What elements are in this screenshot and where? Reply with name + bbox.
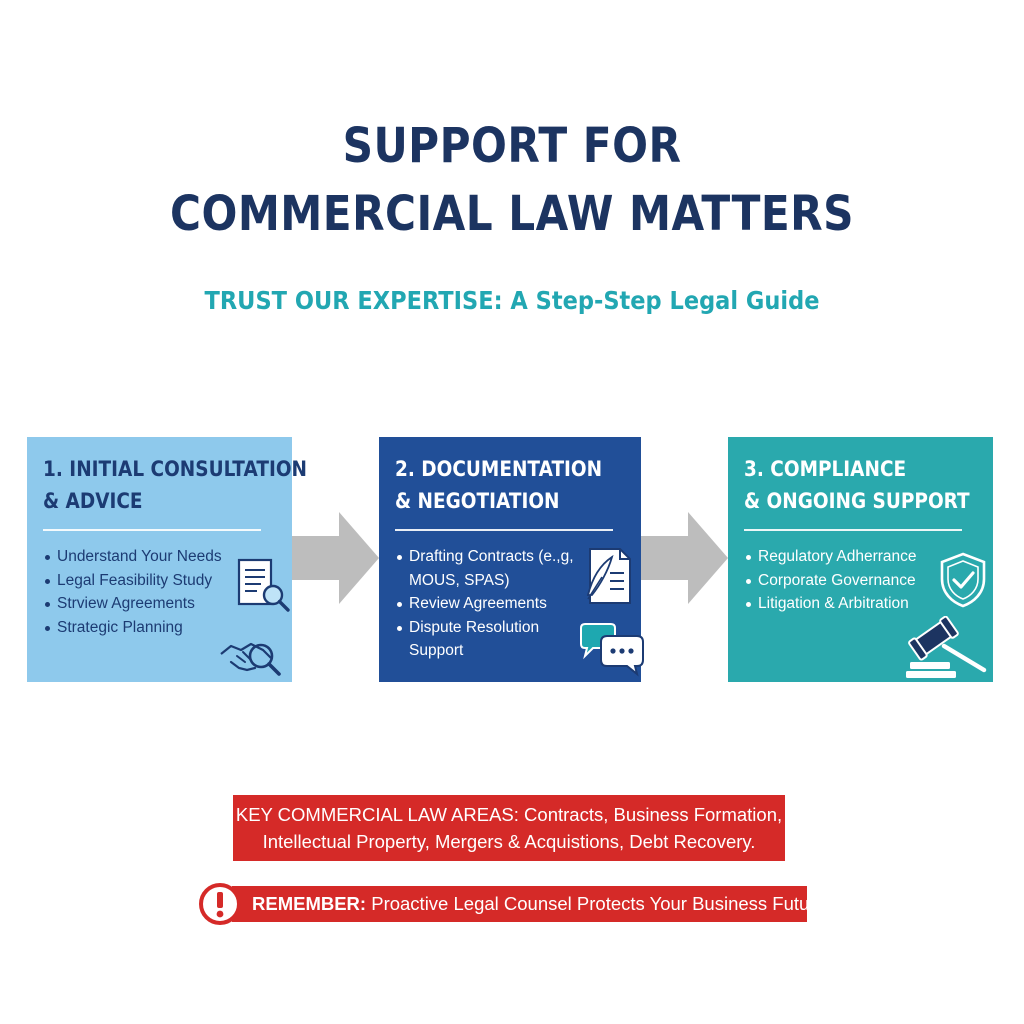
handshake-magnifier-icon [220, 642, 281, 676]
list-item: Litigation & Arbitration [744, 592, 979, 616]
step-title: 3. COMPLIANCE & ONGOING SUPPORT [744, 453, 975, 517]
shield-check-icon [940, 552, 986, 608]
quill-document-icon [586, 548, 631, 604]
document-magnifier-icon [237, 558, 290, 612]
arrow-right-icon [292, 512, 379, 604]
key-areas-line-2: Intellectual Property, Mergers & Acquist… [262, 831, 756, 852]
title-line-1: SUPPORT FOR [342, 118, 682, 174]
key-areas-line-1: KEY COMMERCIAL LAW AREAS: Contracts, Bus… [235, 804, 783, 825]
step-item-list: Understand Your Needs Legal Feasibility … [43, 545, 278, 639]
page-subtitle: TRUST OUR EXPERTISE: A Step-Step Legal G… [204, 286, 820, 315]
list-item: Regulatory Adherrance [744, 545, 979, 569]
title-line-2: COMMERCIAL LAW MATTERS [170, 186, 854, 242]
step-title-line-1: 1. INITIAL CONSULTATION [43, 457, 307, 481]
step-title: 1. INITIAL CONSULTATION & ADVICE [43, 453, 307, 517]
step-divider [43, 529, 261, 531]
step-title-line-2: & ADVICE [43, 489, 143, 513]
list-item: Corporate Governance [744, 569, 979, 593]
list-item: Drafting Contracts (e.,g, MOUS, SPAS) [395, 545, 575, 592]
page-title: SUPPORT FOR COMMERCIAL LAW MATTERS [61, 112, 962, 248]
arrow-right-icon [641, 512, 728, 604]
step-title-line-2: & ONGOING SUPPORT [744, 489, 970, 513]
list-item: Dispute Resolution Support [395, 616, 575, 663]
exclamation-icon [199, 883, 241, 925]
step-divider [744, 529, 962, 531]
list-item: Review Agreements [395, 592, 575, 616]
remember-text: Proactive Legal Counsel Protects Your Bu… [366, 893, 831, 914]
step-title: 2. DOCUMENTATION & NEGOTIATION [395, 453, 626, 517]
step-divider [395, 529, 613, 531]
list-item: Strategic Planning [43, 616, 278, 640]
list-item: Understand Your Needs [43, 545, 278, 569]
chat-bubbles-icon [580, 623, 644, 677]
step-title-line-1: 3. COMPLIANCE [744, 457, 907, 481]
step-box-compliance: 3. COMPLIANCE & ONGOING SUPPORT Regulato… [728, 437, 993, 682]
step-item-list: Drafting Contracts (e.,g, MOUS, SPAS) Re… [395, 545, 575, 663]
step-item-list: Regulatory Adherrance Corporate Governan… [744, 545, 979, 616]
step-title-line-1: 2. DOCUMENTATION [395, 457, 603, 481]
remember-label: REMEMBER: [252, 893, 367, 914]
remember-banner: REMEMBER: Proactive Legal Counsel Protec… [232, 886, 831, 922]
key-areas-banner: KEY COMMERCIAL LAW AREAS: Contracts, Bus… [233, 795, 785, 861]
step-title-line-2: & NEGOTIATION [395, 489, 560, 513]
list-item: Legal Feasibility Study [43, 569, 278, 593]
gavel-icon [906, 616, 987, 678]
list-item: Strview Agreements [43, 592, 278, 616]
